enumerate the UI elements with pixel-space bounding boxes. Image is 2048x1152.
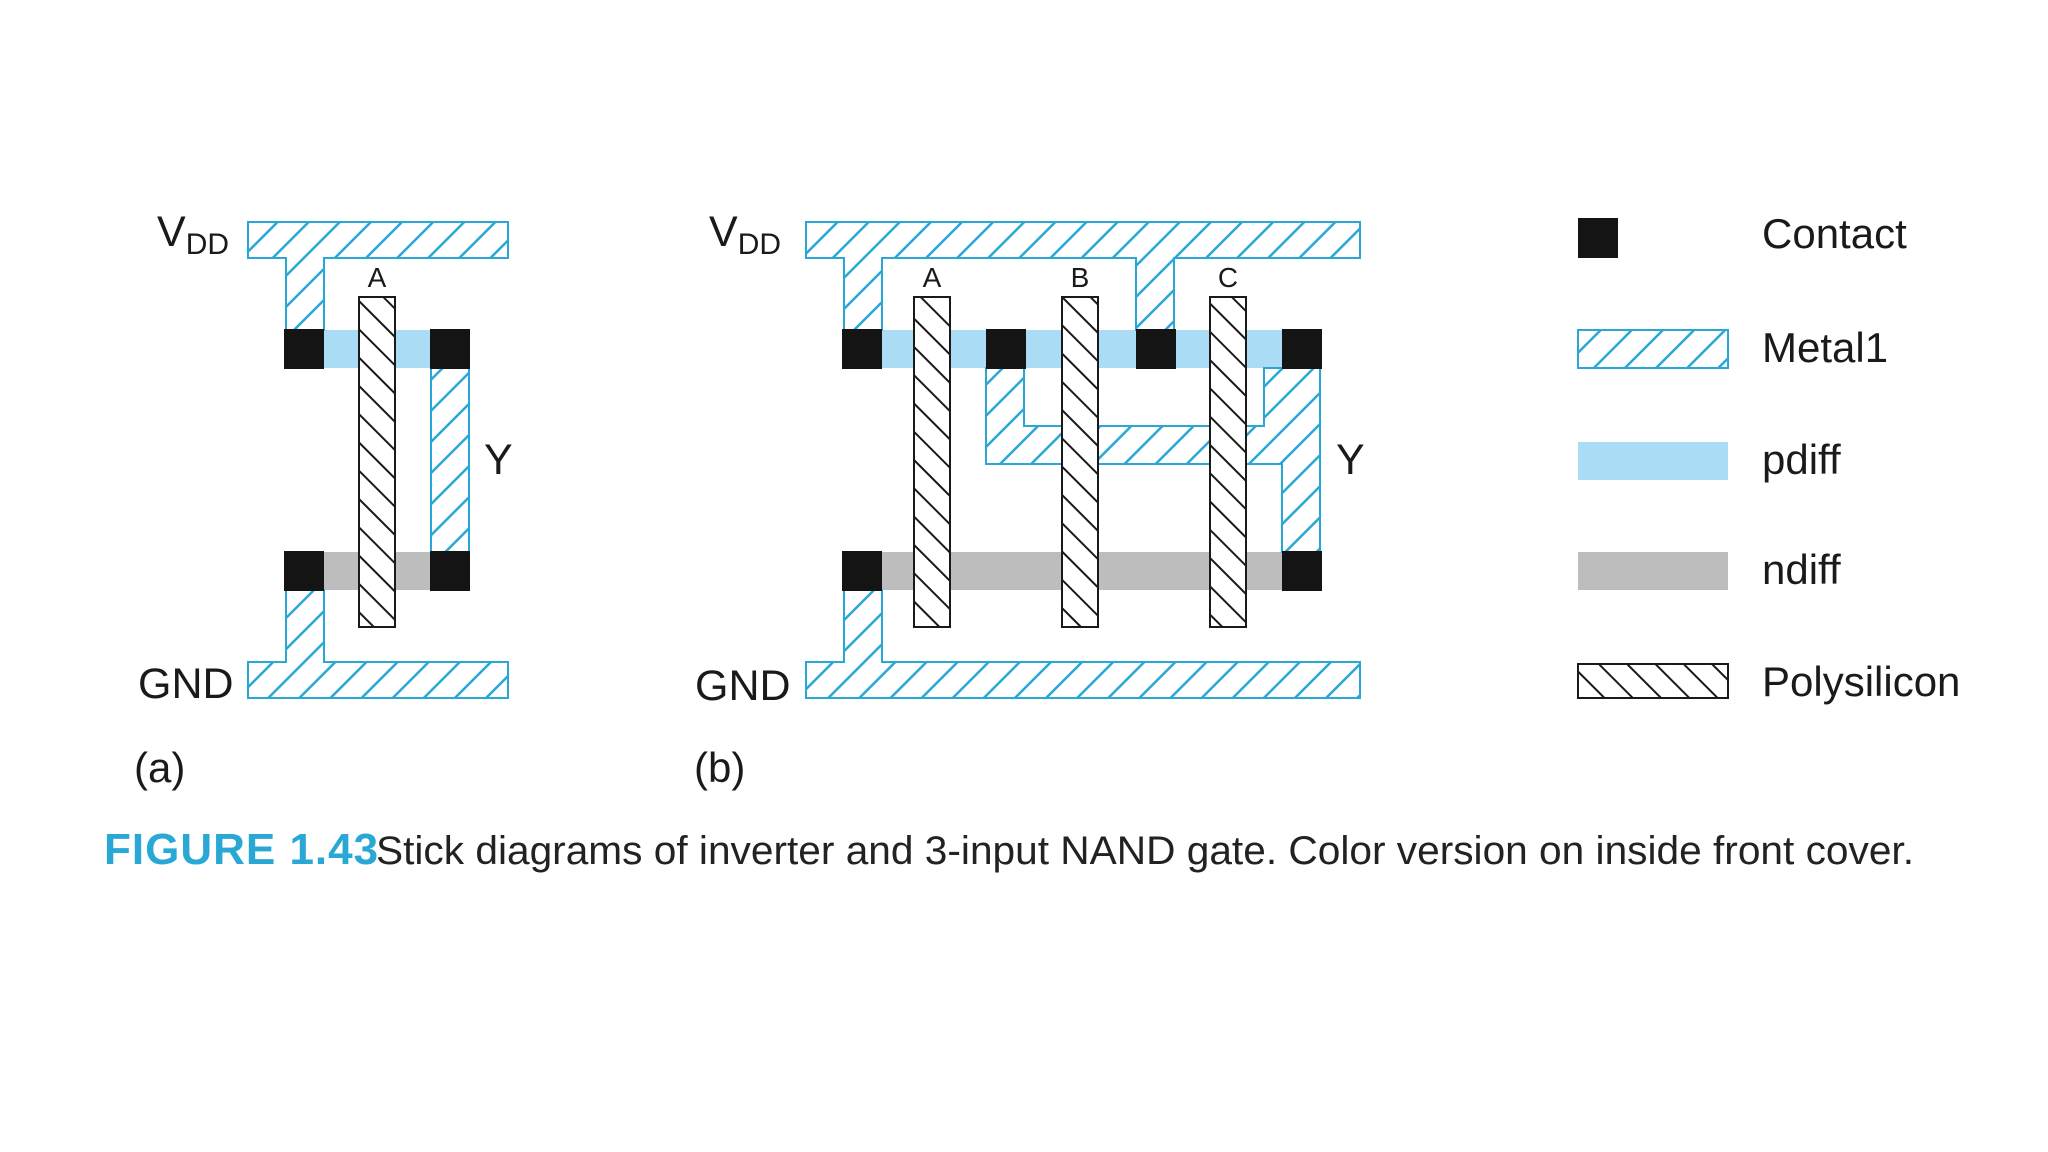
poly-gate-a [913, 296, 951, 628]
output-metal [430, 367, 470, 553]
caption-text: Stick diagrams of inverter and 3-input N… [376, 829, 1914, 873]
input-label-c: C [1218, 262, 1238, 293]
input-label-a: A [923, 262, 942, 293]
legend-label-ndiff: ndiff [1762, 546, 1841, 593]
legend-swatch-contact [1578, 218, 1618, 258]
legend-swatch-pdiff [1578, 442, 1728, 480]
output-label-y: Y [1336, 436, 1365, 484]
input-label-a: A [368, 262, 387, 293]
contact [284, 329, 324, 369]
contact [842, 329, 882, 369]
contact [430, 551, 470, 591]
legend-swatch-ndiff [1578, 552, 1728, 590]
legend-swatch-metal1 [1577, 329, 1729, 369]
legend-label-polysilicon: Polysilicon [1762, 658, 1960, 705]
panel-label-a: (a) [134, 744, 185, 791]
contact [430, 329, 470, 369]
gnd-rail [247, 589, 509, 699]
output-metal [985, 367, 1321, 553]
nand3-diagram: VDD GND A B C Y (b) [694, 208, 1365, 791]
contact [1282, 329, 1322, 369]
contact [284, 551, 324, 591]
poly-gate-b [1061, 296, 1099, 628]
output-label-y: Y [484, 436, 513, 484]
legend-label-pdiff: pdiff [1762, 436, 1841, 483]
gnd-rail [805, 589, 1361, 699]
vdd-label: VDD [157, 208, 229, 261]
gnd-label: GND [138, 660, 234, 708]
panel-label-b: (b) [694, 744, 745, 791]
contact [1282, 551, 1322, 591]
vdd-rail [805, 221, 1361, 331]
legend: Contact Metal1 pdiff ndiff Polysilicon [1577, 210, 1960, 705]
figure-caption: FIGURE 1.43 Stick diagrams of inverter a… [104, 825, 1914, 874]
contact [1136, 329, 1176, 369]
poly-gate-a [358, 296, 396, 628]
legend-label-contact: Contact [1762, 210, 1907, 257]
poly-gate-c [1209, 296, 1247, 628]
caption-number: FIGURE 1.43 [104, 825, 379, 874]
legend-label-metal1: Metal1 [1762, 324, 1888, 371]
contact [842, 551, 882, 591]
contact [986, 329, 1026, 369]
inverter-diagram: VDD GND A Y (a) [134, 208, 513, 791]
vdd-label: VDD [709, 208, 781, 261]
gnd-label: GND [695, 662, 791, 710]
legend-swatch-polysilicon [1577, 663, 1729, 699]
input-label-b: B [1071, 262, 1090, 293]
